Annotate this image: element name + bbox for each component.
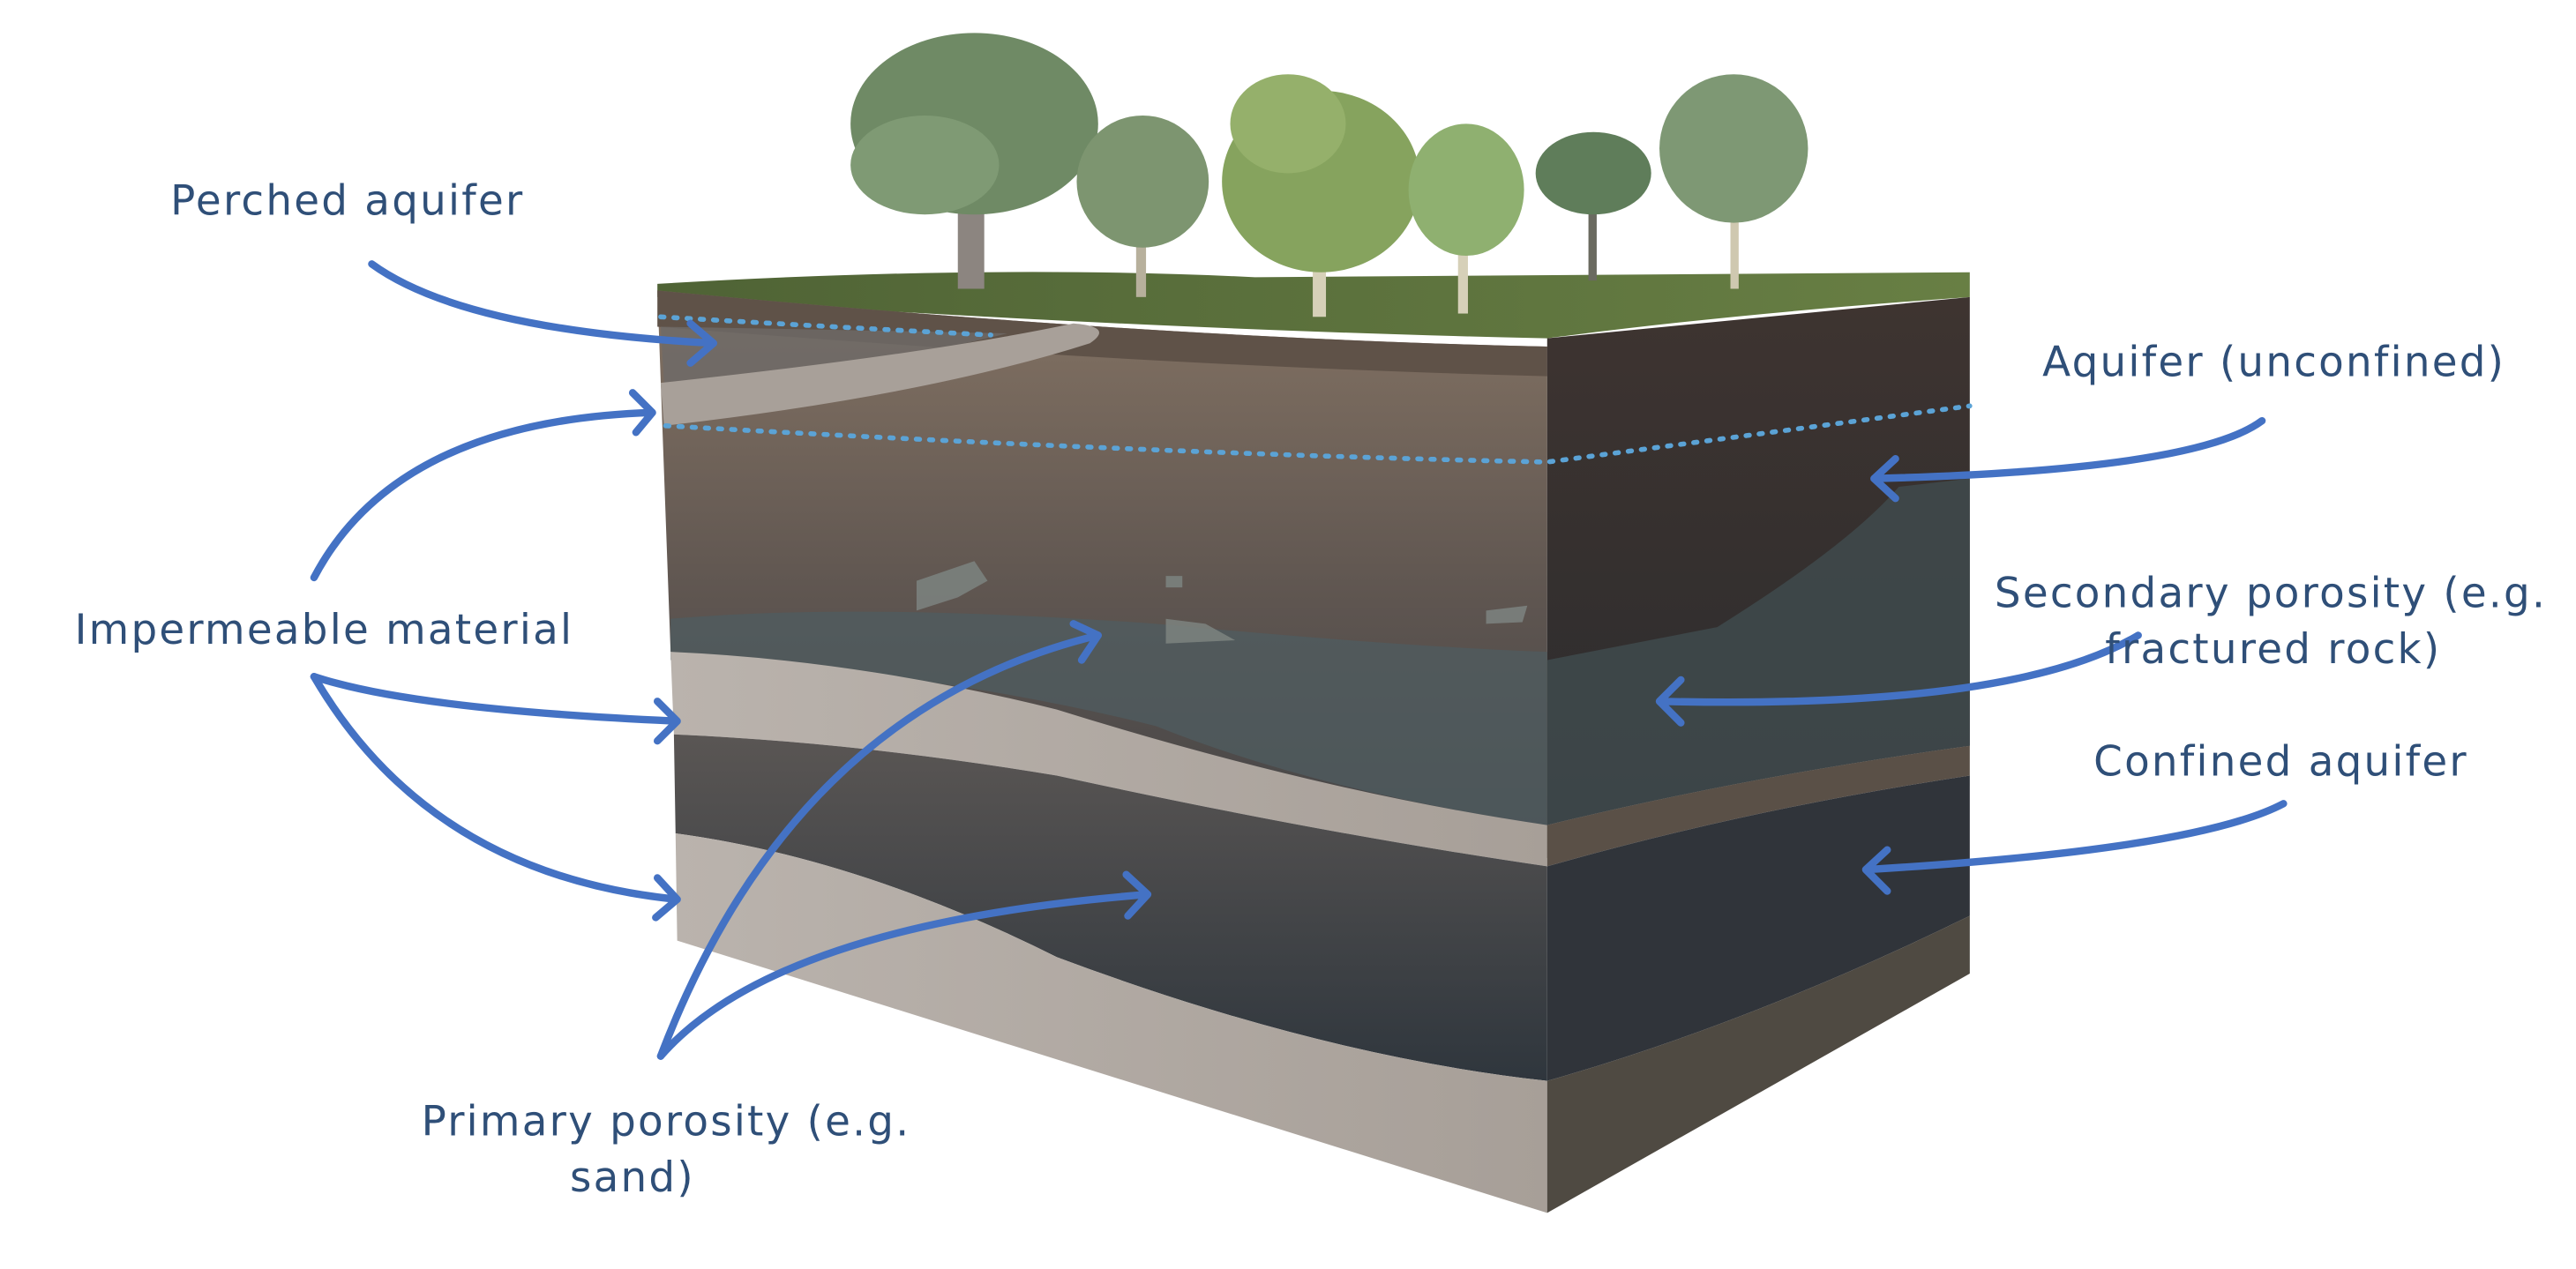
label-perched-aquifer: Perched aquifer [170, 177, 524, 225]
label-secondary-porosity-1: Secondary porosity (e.g. [1995, 571, 2547, 618]
label-arrows [310, 260, 2288, 1060]
fractured-rock-zone [670, 611, 1547, 825]
arrow-secondary [1655, 631, 2142, 727]
perched-impermeable-lens [660, 323, 1099, 426]
trees [850, 33, 1808, 317]
perched-aquifer-zone [660, 326, 1007, 384]
ground-block [657, 272, 1973, 1213]
impermeable-layer-lower [675, 832, 1547, 1213]
label-aquifer-unconfined: Aquifer (unconfined) [2042, 340, 2505, 387]
label-secondary-porosity-2: fractured rock) [2105, 626, 2441, 674]
labels: Perched aquifer Impermeable material Pri… [75, 177, 2547, 1202]
right-face-confined [1546, 775, 1970, 1081]
confined-aquifer-layer [673, 734, 1547, 1081]
arrow-impermeable-lower [310, 673, 681, 922]
arrow-impermeable-perched [310, 389, 656, 582]
impermeable-layer-upper [670, 652, 1547, 867]
arrow-unconfined [1870, 416, 2266, 503]
label-confined-aquifer: Confined aquifer [2093, 738, 2468, 786]
topsoil-band [657, 290, 1547, 377]
rock-fragments [916, 561, 1528, 644]
right-face-fractured-rock [1546, 478, 1970, 825]
right-face-impermeable [1546, 745, 1970, 867]
arrow-impermeable-upper [310, 673, 681, 745]
perched-water-table [658, 314, 993, 338]
label-primary-porosity-2: sand) [570, 1154, 695, 1202]
arrow-confined [1861, 800, 2288, 895]
label-primary-porosity-1: Primary porosity (e.g. [422, 1098, 911, 1146]
arrow-primary-upper [656, 620, 1103, 1060]
label-impermeable-material: Impermeable material [75, 607, 574, 654]
water-table [663, 403, 1973, 465]
right-face-bottom [1546, 915, 1970, 1213]
arrow-primary-lower [656, 870, 1152, 1060]
arrow-perched [368, 260, 718, 367]
